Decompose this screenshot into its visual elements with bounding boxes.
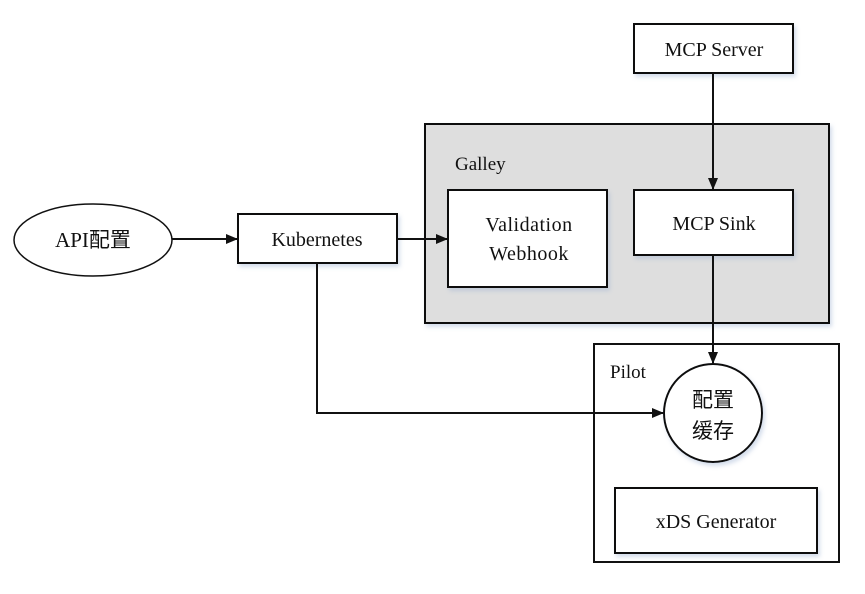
xds-generator-node: xDS Generator	[614, 487, 818, 554]
validation-webhook-label-1: Validation	[485, 214, 572, 236]
pilot-label: Pilot	[610, 362, 647, 383]
mcp-sink-label: MCP Sink	[672, 213, 755, 235]
config-cache-label-1: 配置	[692, 388, 734, 412]
config-cache-label-2: 缓存	[692, 419, 734, 443]
mcp-server-label: MCP Server	[665, 39, 764, 61]
api-config-node: API配置	[13, 203, 173, 277]
kubernetes-label: Kubernetes	[271, 229, 362, 251]
api-config-label: API配置	[55, 228, 131, 252]
galley-label: Galley	[455, 154, 506, 175]
config-cache-node: 配置 缓存	[663, 363, 763, 463]
validation-webhook-label-2: Webhook	[489, 243, 569, 265]
kubernetes-node: Kubernetes	[237, 213, 398, 264]
mcp-sink-node: MCP Sink	[633, 189, 794, 256]
validation-webhook-node: Validation Webhook	[447, 189, 608, 288]
mcp-server-node: MCP Server	[633, 23, 794, 74]
edge-kubernetes-to-config-cache	[316, 263, 664, 418]
xds-generator-label: xDS Generator	[656, 511, 777, 533]
